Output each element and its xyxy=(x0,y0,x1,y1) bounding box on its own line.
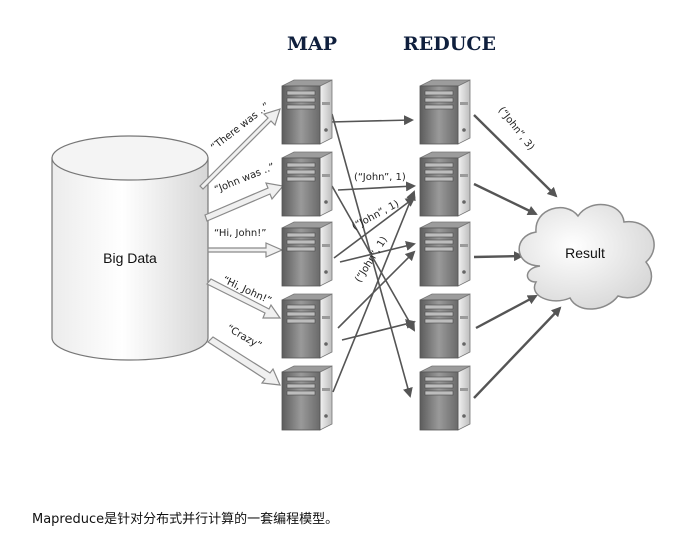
reduce-servers xyxy=(419,79,471,431)
shuffle-arrow-6 xyxy=(339,241,416,263)
result-arrow-1 xyxy=(473,114,558,198)
server-icon xyxy=(281,151,333,217)
shuffle-arrow-3 xyxy=(331,185,415,332)
database-cylinder-icon xyxy=(51,135,209,361)
server-icon xyxy=(281,221,333,287)
reduce-header: REDUCE xyxy=(403,33,496,55)
result-arrow-2 xyxy=(473,182,538,216)
server-icon xyxy=(419,79,471,145)
input-arrows xyxy=(199,108,285,386)
input-arrow-5 xyxy=(207,336,281,386)
cloud-icon xyxy=(518,203,655,310)
server-icon xyxy=(419,151,471,217)
shuffle-arrow-8 xyxy=(341,319,416,341)
shuffle-arrows xyxy=(329,113,416,398)
result-arrows xyxy=(473,114,562,399)
shuffle-arrow-5 xyxy=(333,196,416,259)
caption-text: Mapreduce是针对分布式并行计算的一套编程模型。 xyxy=(32,512,339,527)
server-icon xyxy=(419,221,471,287)
map-servers xyxy=(281,79,333,431)
input-arrow-4 xyxy=(206,278,282,319)
result-arrow-3 xyxy=(473,251,524,262)
reduce-output-label: (“John”, 3) xyxy=(496,105,537,153)
input-arrow-2 xyxy=(204,182,285,222)
shuffle-arrow-9 xyxy=(332,190,416,393)
result-arrow-4 xyxy=(475,294,538,330)
shuffle-arrow-7 xyxy=(337,250,416,329)
input-label-3: “Hi, John!” xyxy=(214,228,266,239)
big-data-label: Big Data xyxy=(103,250,157,266)
shuffle-arrow-1 xyxy=(329,115,414,126)
server-icon xyxy=(281,365,333,431)
server-icon xyxy=(281,79,333,145)
map-header: MAP xyxy=(287,33,337,55)
server-icon xyxy=(419,293,471,359)
shuffle-arrow-4 xyxy=(337,181,416,192)
result-arrow-5 xyxy=(473,306,562,399)
result-label: Result xyxy=(565,245,605,261)
server-icon xyxy=(419,365,471,431)
server-icon xyxy=(281,293,333,359)
pair-label-1: (“John”, 1) xyxy=(354,172,406,183)
input-arrow-1 xyxy=(199,108,281,190)
input-arrow-3 xyxy=(207,242,284,258)
